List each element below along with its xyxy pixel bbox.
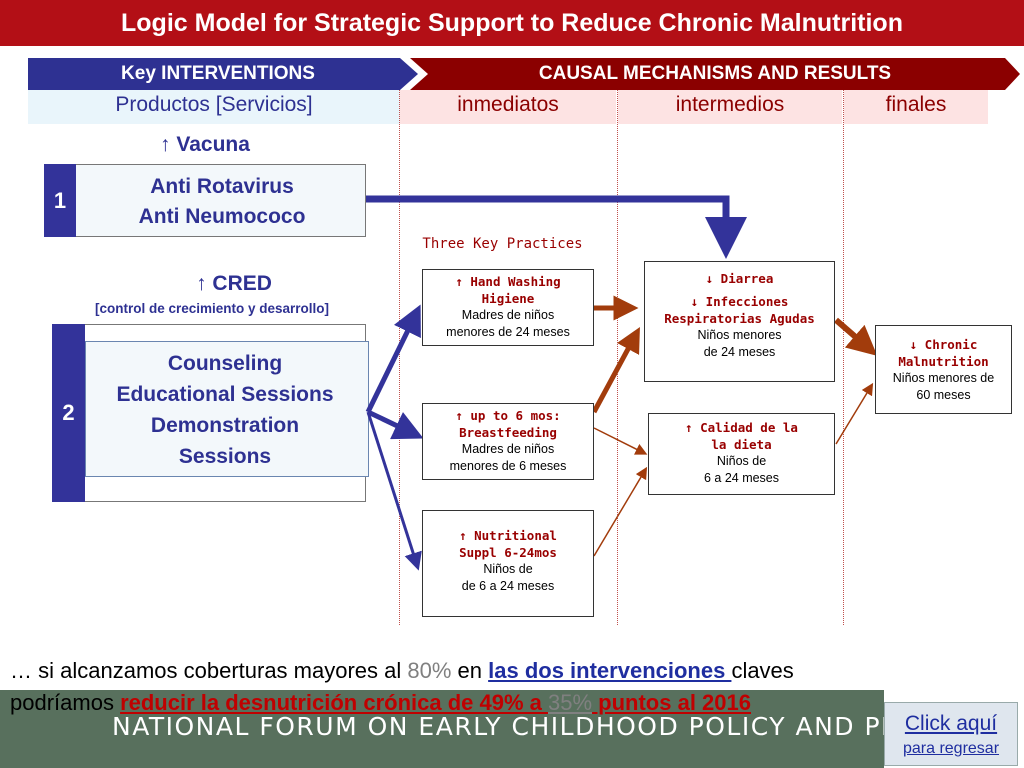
breastfeeding-to-calidad-arrow xyxy=(593,427,648,455)
breastfeeding-target-2: menores de 6 meses xyxy=(449,459,567,473)
vaccine-heading: ↑ Vacuna xyxy=(160,133,250,156)
sessions-label: Sessions xyxy=(178,445,272,468)
hand-washing-title: ↑ Hand Washing xyxy=(455,274,561,289)
reduction-highlight: reducir la desnutrición crónica de 49% a xyxy=(120,690,548,715)
causal-header: CAUSAL MECHANISMS AND RESULTS xyxy=(538,63,892,84)
cred-to-nutritional-arrow xyxy=(366,411,422,571)
hygiene-title: Higiene xyxy=(481,291,535,306)
diarrea-box: ↓ Diarrea ↓ Infecciones Respiratorias Ag… xyxy=(644,261,835,382)
rotavirus-label: Anti Rotavirus xyxy=(150,175,294,198)
header-arrows xyxy=(28,58,1020,90)
nutritional-to-calidad-arrow xyxy=(593,466,648,557)
diarrea-to-chronic-arrow xyxy=(834,317,878,356)
vaccine-to-diarrea-arrow xyxy=(366,195,747,259)
breastfeeding-subtitle: Breastfeeding xyxy=(459,425,557,440)
breastfeeding-title: ↑ up to 6 mos: xyxy=(455,408,561,423)
intervention-2-number: 2 xyxy=(52,324,85,502)
interventions-header: Key INTERVENTIONS xyxy=(121,63,315,84)
calidad-target-2: 6 a 24 meses xyxy=(703,471,780,485)
diarrea-target-1: Niños menores xyxy=(697,328,782,342)
immediate-subheader: inmediatos xyxy=(400,90,616,124)
breastfeeding-target-1: Madres de niños xyxy=(461,442,555,456)
final-subheader: finales xyxy=(844,90,988,124)
hand-washing-box: ↑ Hand Washing Higiene Madres de niños m… xyxy=(422,269,594,346)
diarrea-title: ↓ Diarrea xyxy=(705,271,774,286)
calidad-target-1: Niños de xyxy=(716,454,767,468)
calidad-to-chronic-arrow xyxy=(835,382,874,445)
diarrea-target-2: de 24 meses xyxy=(703,345,776,359)
footer-banner xyxy=(0,690,884,768)
intervention-1-label: Anti Rotavirus Anti Neumococo xyxy=(78,172,366,232)
intervention-1-number: 1 xyxy=(44,164,76,237)
nutritional-title: ↑ Nutritional xyxy=(459,528,557,543)
neumococo-label: Anti Neumococo xyxy=(138,205,306,228)
conclusion-part-3: claves podríamos xyxy=(10,658,794,715)
dieta-title: la dieta xyxy=(711,437,772,452)
malnutrition-title: Malnutrition xyxy=(898,354,989,369)
intermediate-subheader: intermedios xyxy=(618,90,842,124)
footer-banner-text: NATIONAL FORUM ON EARLY CHILDHOOD POLICY… xyxy=(112,712,892,741)
chronic-target-1: Niños menores de xyxy=(892,371,995,385)
hand-washing-target-1: Madres de niños xyxy=(461,308,555,322)
cred-heading: ↑ CRED xyxy=(196,272,272,295)
chronic-malnutrition-box: ↓ Chronic Malnutrition Niños menores de … xyxy=(875,325,1012,414)
intervention-1-box xyxy=(44,164,366,237)
calidad-title: ↑ Calidad de la xyxy=(685,420,798,435)
target-percent: 35% xyxy=(548,690,593,715)
chronic-target-2: 60 meses xyxy=(916,388,971,402)
reduction-year: puntos al 2016 xyxy=(592,690,751,715)
counseling-label: Counseling xyxy=(167,352,283,375)
cred-to-handwashing-arrow xyxy=(365,304,421,414)
flow-arrows xyxy=(365,195,878,571)
intervention-2-label: Counseling Educational Sessions Demonstr… xyxy=(85,348,365,472)
cred-subheading: [control de crecimiento y desarrollo] xyxy=(94,301,330,316)
interventions-header-arrow xyxy=(28,58,418,90)
chronic-title: ↓ Chronic xyxy=(909,337,978,352)
return-button-label[interactable]: Click aquí xyxy=(904,712,998,735)
conclusion-part-2: en xyxy=(451,658,489,683)
nutritional-box: ↑ Nutritional Suppl 6-24mos Niños de de … xyxy=(422,510,594,617)
three-key-practices-label: Three Key Practices xyxy=(422,236,583,252)
column-divider xyxy=(617,90,618,625)
causal-header-arrow xyxy=(410,58,1020,90)
intervention-2-inner xyxy=(85,341,369,477)
nutritional-target-2: de 6 a 24 meses xyxy=(461,579,555,593)
calidad-box: ↑ Calidad de la la dieta Niños de 6 a 24… xyxy=(648,413,835,495)
respiratory-title: Respiratorias Agudas xyxy=(664,311,815,326)
page-title: Logic Model for Strategic Support to Red… xyxy=(0,0,1024,46)
conclusion-part-1: … si alcanzamos coberturas mayores al xyxy=(10,658,408,683)
cred-to-breastfeeding-arrow xyxy=(366,409,424,440)
coverage-percent: 80% xyxy=(407,658,452,683)
demonstration-label: Demonstration xyxy=(150,414,300,437)
conclusion-text: … si alcanzamos coberturas mayores al 80… xyxy=(10,655,885,719)
hand-washing-target-2: menores de 24 meses xyxy=(446,325,570,339)
breastfeeding-box: ↑ up to 6 mos: Breastfeeding Madres de n… xyxy=(422,403,594,480)
products-subheader: Productos [Servicios] xyxy=(28,90,400,124)
nutritional-target-1: Niños de xyxy=(483,562,533,576)
return-button-sublabel[interactable]: para regresar xyxy=(902,740,1000,757)
educational-sessions-label: Educational Sessions xyxy=(116,383,334,406)
breastfeeding-to-diarrea-arrow xyxy=(591,327,640,414)
interventions-link[interactable]: las dos intervenciones xyxy=(488,658,732,683)
column-divider xyxy=(843,90,844,625)
nutritional-subtitle: Suppl 6-24mos xyxy=(459,545,557,560)
column-divider xyxy=(399,90,400,625)
return-button[interactable]: Click aquí para regresar xyxy=(884,702,1018,766)
infections-title: ↓ Infecciones xyxy=(690,294,789,309)
